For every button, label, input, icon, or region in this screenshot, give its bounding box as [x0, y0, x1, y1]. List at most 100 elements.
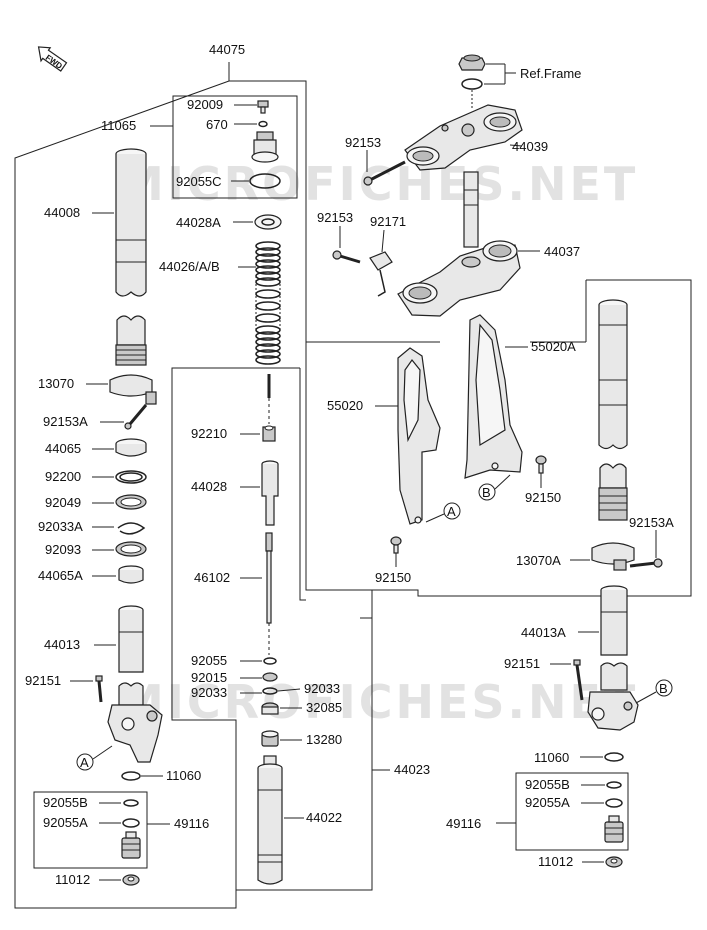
- bolt-92009: [257, 100, 269, 114]
- label-92055B-left: 92055B: [43, 795, 88, 810]
- label-44028A: 44028A: [176, 215, 221, 230]
- nut-92015: [262, 672, 278, 682]
- label-92171: 92171: [370, 214, 406, 229]
- oring-92055B-left: [123, 799, 139, 807]
- label-44023: 44023: [394, 762, 430, 777]
- label-49116-left: 49116: [174, 816, 209, 831]
- nut-92210: [262, 425, 276, 442]
- label-92055A-right: 92055A: [525, 795, 570, 810]
- label-49116-right: 49116: [446, 816, 481, 831]
- bushing-32085: [261, 702, 279, 715]
- label-44022: 44022: [306, 810, 342, 825]
- label-92153A-left: 92153A: [43, 414, 88, 429]
- label-92150-left: 92150: [375, 570, 411, 585]
- label-92055C: 92055C: [176, 174, 222, 189]
- label-92153-mid: 92153: [317, 210, 353, 225]
- label-55020: 55020: [327, 398, 363, 413]
- fork-guard-55020A: [464, 314, 523, 479]
- bolt-92150-right: [535, 455, 547, 474]
- callout-B-guard: [478, 483, 496, 501]
- label-44065A: 44065A: [38, 568, 83, 583]
- stem-nut: [458, 54, 486, 71]
- nut-11012-left: [122, 874, 140, 886]
- label-44039: 44039: [512, 139, 548, 154]
- label-92033A: 92033A: [38, 519, 83, 534]
- label-ref-frame: Ref.Frame: [520, 66, 581, 81]
- piston-44028: [261, 460, 279, 526]
- label-92055: 92055: [191, 653, 227, 668]
- axle-bracket-left: [107, 704, 163, 763]
- clamp-13070A: [591, 542, 635, 571]
- bolt-92150-left: [390, 536, 402, 554]
- rod-46102: [265, 532, 273, 624]
- svg-text:B: B: [659, 681, 668, 696]
- label-92015: 92015: [191, 670, 227, 685]
- label-44065: 44065: [45, 441, 81, 456]
- outer-tube-right: [598, 299, 628, 521]
- label-44037: 44037: [544, 244, 580, 259]
- label-92151-right: 92151: [504, 656, 540, 671]
- label-44013: 44013: [44, 637, 80, 652]
- oring-92055C: [249, 173, 281, 189]
- label-13070A: 13070A: [516, 553, 561, 568]
- label-92200: 92200: [45, 469, 81, 484]
- label-92153A-right: 92153A: [629, 515, 674, 530]
- clamp-13070: [109, 374, 157, 405]
- label-92093: 92093: [45, 542, 81, 557]
- callout-A-fork: [76, 753, 94, 771]
- label-11012-left: 11012: [55, 872, 90, 887]
- box-49116-right: [515, 772, 629, 851]
- label-44008: 44008: [44, 205, 80, 220]
- svg-text:A: A: [447, 504, 456, 519]
- outer-tube-lower: [115, 315, 147, 366]
- label-92055A-left: 92055A: [43, 815, 88, 830]
- clamp-92171: [369, 251, 393, 297]
- outer-tube-44008: [115, 148, 147, 297]
- circlip-92033A: [117, 522, 146, 535]
- bolt-92153-top: [363, 160, 406, 186]
- drain-valve-right: [604, 815, 624, 843]
- oring-92055B-right: [606, 781, 622, 789]
- bushing-44065A: [118, 565, 144, 584]
- upper-triple-clamp-44039: [404, 104, 523, 171]
- watermark-top: MICROFICHES.NET: [118, 157, 638, 211]
- label-32085: 32085: [306, 700, 342, 715]
- axle-bracket-right: [587, 691, 639, 731]
- label-92210: 92210: [191, 426, 227, 441]
- label-92151-left: 92151: [25, 673, 61, 688]
- cap-box: [172, 95, 298, 199]
- nut-11012-right: [605, 856, 623, 868]
- box-49116-left: [33, 791, 148, 869]
- oring-92055A-right: [605, 798, 623, 808]
- label-92009: 92009: [187, 97, 223, 112]
- label-92033-a: 92033: [191, 685, 227, 700]
- bushing-44065: [115, 438, 147, 457]
- oring-92055A-left: [122, 818, 140, 828]
- oring-92055: [263, 657, 277, 665]
- label-92150-right: 92150: [525, 490, 561, 505]
- spring-44026: [255, 241, 281, 365]
- label-92055B-right: 92055B: [525, 777, 570, 792]
- label-92033-b: 92033: [304, 681, 340, 696]
- stem-washer: [461, 78, 483, 90]
- svg-text:A: A: [80, 755, 89, 770]
- bolt-92153A-left: [124, 404, 148, 430]
- guards-outline: [305, 342, 373, 619]
- label-670: 670: [206, 117, 228, 132]
- oring-670: [258, 120, 268, 128]
- callout-A-guard: [443, 502, 461, 520]
- label-11060-left: 11060: [166, 768, 201, 783]
- washer-92200: [115, 470, 147, 484]
- label-11060-right: 11060: [534, 750, 569, 765]
- left-fork-outer-border: [14, 80, 237, 909]
- inner-tube-44013A: [600, 585, 628, 691]
- bolt-92153-mid: [332, 250, 361, 264]
- oring-11060-right: [604, 752, 624, 762]
- fork-cap: [251, 131, 279, 163]
- cartridge-44022: [257, 755, 283, 885]
- label-44026: 44026/A/B: [159, 259, 220, 274]
- label-11065: 11065: [101, 118, 136, 133]
- label-13280: 13280: [306, 732, 342, 747]
- valve-13280: [261, 730, 279, 747]
